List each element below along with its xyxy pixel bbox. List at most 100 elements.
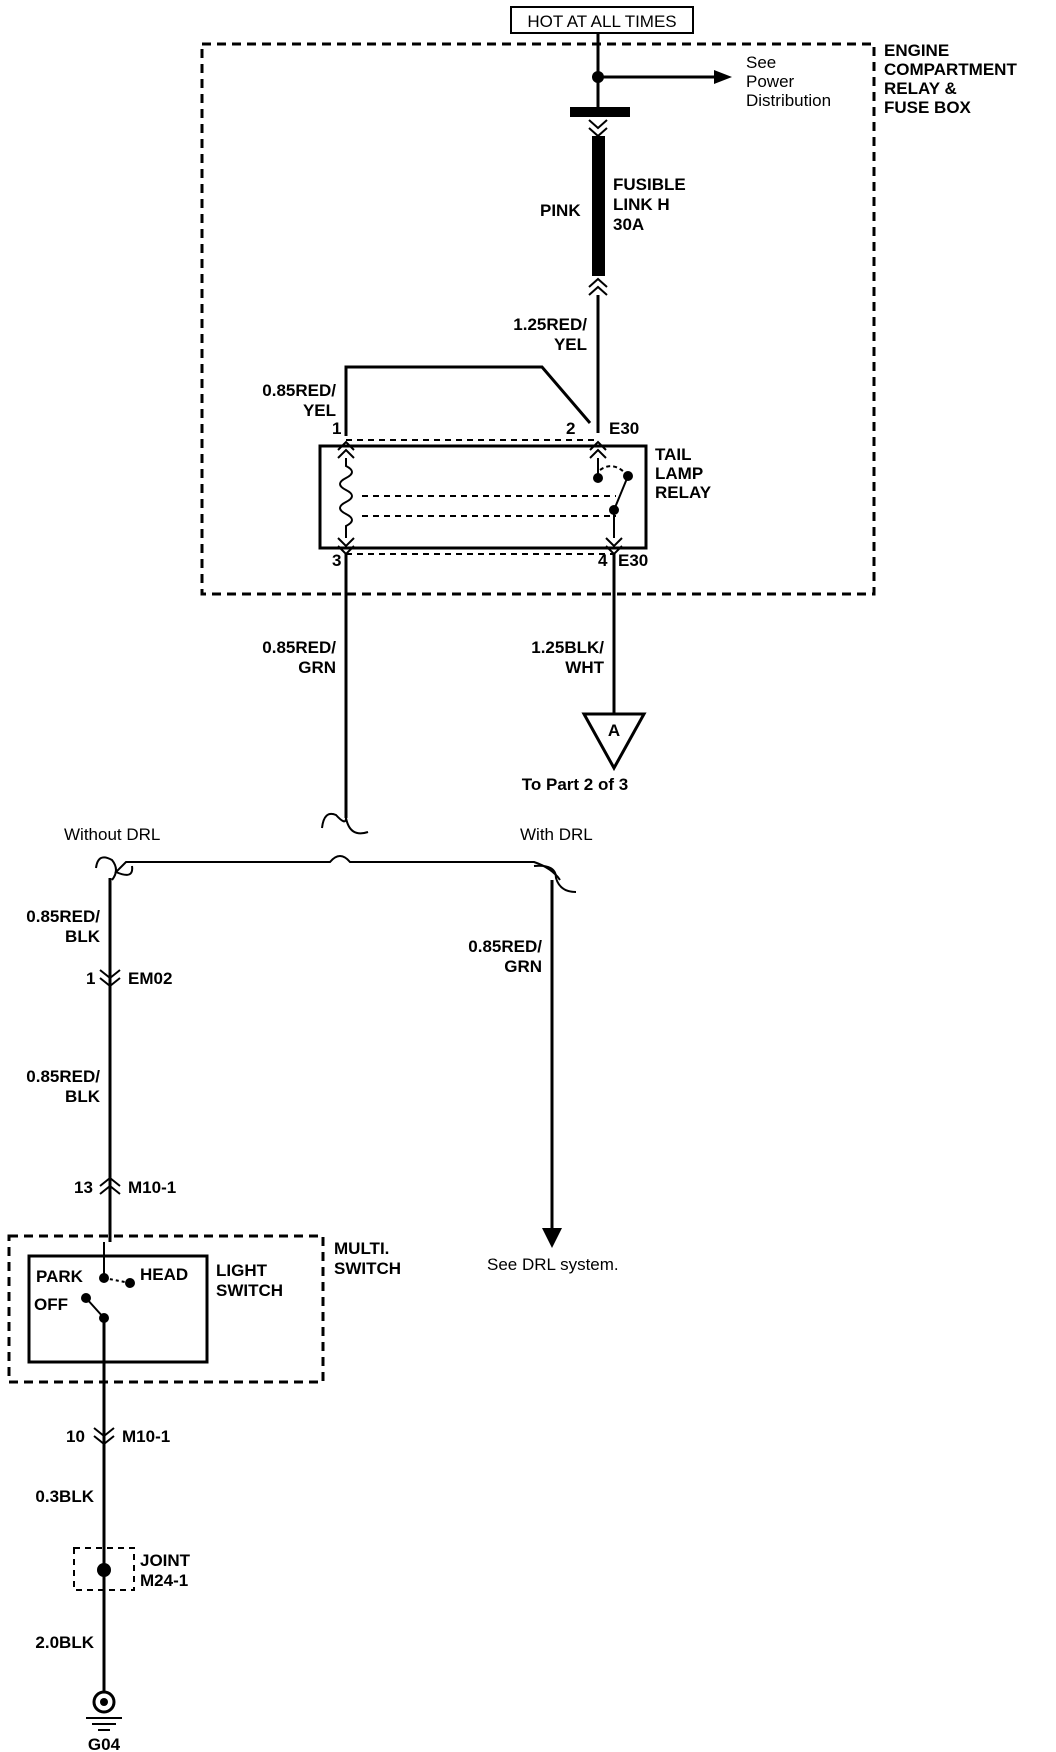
relay-contact-arm-dashed	[599, 465, 629, 477]
offpage-connector-letter: A	[608, 721, 620, 740]
m10-1-connector-a	[99, 1176, 121, 1195]
em02-connector	[99, 969, 121, 988]
switch-out-wire-label: 0.3BLK	[35, 1487, 94, 1506]
with-drl-hook	[533, 864, 577, 893]
switch-park-head-link	[103, 1277, 131, 1284]
coil-feed-wire	[344, 365, 592, 436]
without-drl-hook	[95, 856, 117, 881]
fuse-bus-bar	[570, 107, 630, 117]
svg-text:COMPARTMENT: COMPARTMENT	[884, 60, 1017, 79]
svg-text:LINK H: LINK H	[613, 195, 670, 214]
em02-label: EM02	[128, 969, 172, 988]
multi-switch-boundary	[7, 1234, 325, 1384]
joint-boundary	[73, 1547, 135, 1591]
m10-1-label-a: M10-1	[128, 1178, 176, 1197]
coil-feed-wire-label: 0.85RED/ YEL	[262, 381, 336, 420]
ground-label: G04	[88, 1735, 121, 1752]
svg-text:FUSE BOX: FUSE BOX	[884, 98, 972, 117]
switch-park-label: PARK	[36, 1267, 84, 1286]
svg-text:0.85RED/: 0.85RED/	[26, 907, 100, 926]
svg-text:BLK: BLK	[65, 1087, 101, 1106]
fusible-link-label: FUSIBLE LINK H 30A	[613, 175, 686, 234]
m10-1-label-b: M10-1	[122, 1427, 170, 1446]
with-drl-wire-label: 0.85RED/ GRN	[468, 937, 542, 976]
switch-head-label: HEAD	[140, 1265, 188, 1284]
joint-label: JOINT M24-1	[140, 1551, 191, 1590]
svg-text:GRN: GRN	[298, 658, 336, 677]
svg-text:GRN: GRN	[504, 957, 542, 976]
ground-wire-label: 2.0BLK	[35, 1633, 94, 1652]
svg-text:JOINT: JOINT	[140, 1551, 191, 1570]
svg-text:YEL: YEL	[554, 335, 587, 354]
svg-text:30A: 30A	[613, 215, 644, 234]
see-power-distribution-label: See Power Distribution	[746, 53, 831, 110]
svg-text:ENGINE: ENGINE	[884, 41, 949, 60]
svg-text:WHT: WHT	[565, 658, 604, 677]
fusible-link-h	[592, 136, 605, 276]
without-drl-wire-label-1: 0.85RED/ BLK	[26, 907, 100, 946]
relay-pin-4: 4	[598, 551, 608, 570]
joint-m24-1	[97, 1563, 111, 1577]
switch-off-label: OFF	[34, 1295, 68, 1314]
svg-text:1.25BLK/: 1.25BLK/	[531, 638, 604, 657]
fuse-box-title: ENGINE COMPARTMENT RELAY & FUSE BOX	[884, 41, 1017, 117]
svg-text:SWITCH: SWITCH	[216, 1281, 283, 1300]
offpage-connector-a	[581, 712, 647, 772]
relay-out-wire-label: 0.85RED/ GRN	[262, 638, 336, 677]
offpage-label: To Part 2 of 3	[522, 775, 628, 794]
svg-text:0.85RED/: 0.85RED/	[468, 937, 542, 956]
fuse-bottom-terminal	[588, 277, 608, 296]
fuse-top-terminal	[588, 119, 608, 138]
variant-split-hook	[321, 812, 369, 835]
without-drl-label: Without DRL	[64, 825, 160, 844]
relay-pin2-terminal	[589, 440, 607, 459]
tail-lamp-relay-label: TAIL LAMP RELAY	[655, 445, 712, 502]
svg-text:RELAY: RELAY	[655, 483, 712, 502]
ground-g04-center	[100, 1698, 108, 1706]
m10-1-pin-a: 13	[74, 1178, 93, 1197]
relay-connector-top: E30	[609, 419, 639, 438]
relay-connector-bottom: E30	[618, 551, 648, 570]
light-switch-label: LIGHT SWITCH	[216, 1261, 283, 1300]
with-drl-label: With DRL	[520, 825, 593, 844]
svg-text:BLK: BLK	[65, 927, 101, 946]
m10-1-connector-b	[93, 1427, 115, 1446]
svg-text:RELAY &: RELAY &	[884, 79, 957, 98]
svg-text:Distribution: Distribution	[746, 91, 831, 110]
svg-text:LIGHT: LIGHT	[216, 1261, 268, 1280]
relay-pin-1: 1	[332, 419, 341, 438]
without-drl-wire-label-2: 0.85RED/ BLK	[26, 1067, 100, 1106]
relay-contact-arm	[613, 475, 629, 511]
svg-text:YEL: YEL	[303, 401, 336, 420]
load-out-wire-label: 1.25BLK/ WHT	[531, 638, 604, 677]
power-source-box	[510, 6, 694, 34]
relay-coil	[339, 458, 353, 538]
svg-text:0.85RED/: 0.85RED/	[262, 638, 336, 657]
with-drl-arrowhead	[542, 1228, 562, 1248]
svg-text:0.85RED/: 0.85RED/	[262, 381, 336, 400]
svg-text:M24-1: M24-1	[140, 1571, 188, 1590]
see-drl-system-label: See DRL system.	[487, 1255, 619, 1274]
svg-text:Power: Power	[746, 72, 795, 91]
power-distribution-arrowhead	[714, 70, 732, 84]
multi-switch-label: MULTI. SWITCH	[334, 1239, 401, 1278]
tail-lamp-relay-box	[318, 444, 648, 550]
fuse-to-relay-wire-label: 1.25RED/ YEL	[513, 315, 587, 354]
em02-pin: 1	[86, 969, 95, 988]
m10-1-pin-b: 10	[66, 1427, 85, 1446]
fuse-box-boundary	[200, 42, 876, 596]
relay-pin-3: 3	[332, 551, 341, 570]
svg-text:TAIL: TAIL	[655, 445, 692, 464]
fuse-wire-color: PINK	[540, 201, 581, 220]
svg-text:MULTI.: MULTI.	[334, 1239, 389, 1258]
svg-text:SWITCH: SWITCH	[334, 1259, 401, 1278]
relay-contact-fixed	[593, 473, 603, 483]
power-source-label: HOT AT ALL TIMES	[527, 12, 676, 31]
relay-pin-2: 2	[566, 419, 575, 438]
svg-text:See: See	[746, 53, 776, 72]
svg-text:1.25RED/: 1.25RED/	[513, 315, 587, 334]
svg-text:0.85RED/: 0.85RED/	[26, 1067, 100, 1086]
svg-text:LAMP: LAMP	[655, 464, 703, 483]
svg-text:FUSIBLE: FUSIBLE	[613, 175, 686, 194]
